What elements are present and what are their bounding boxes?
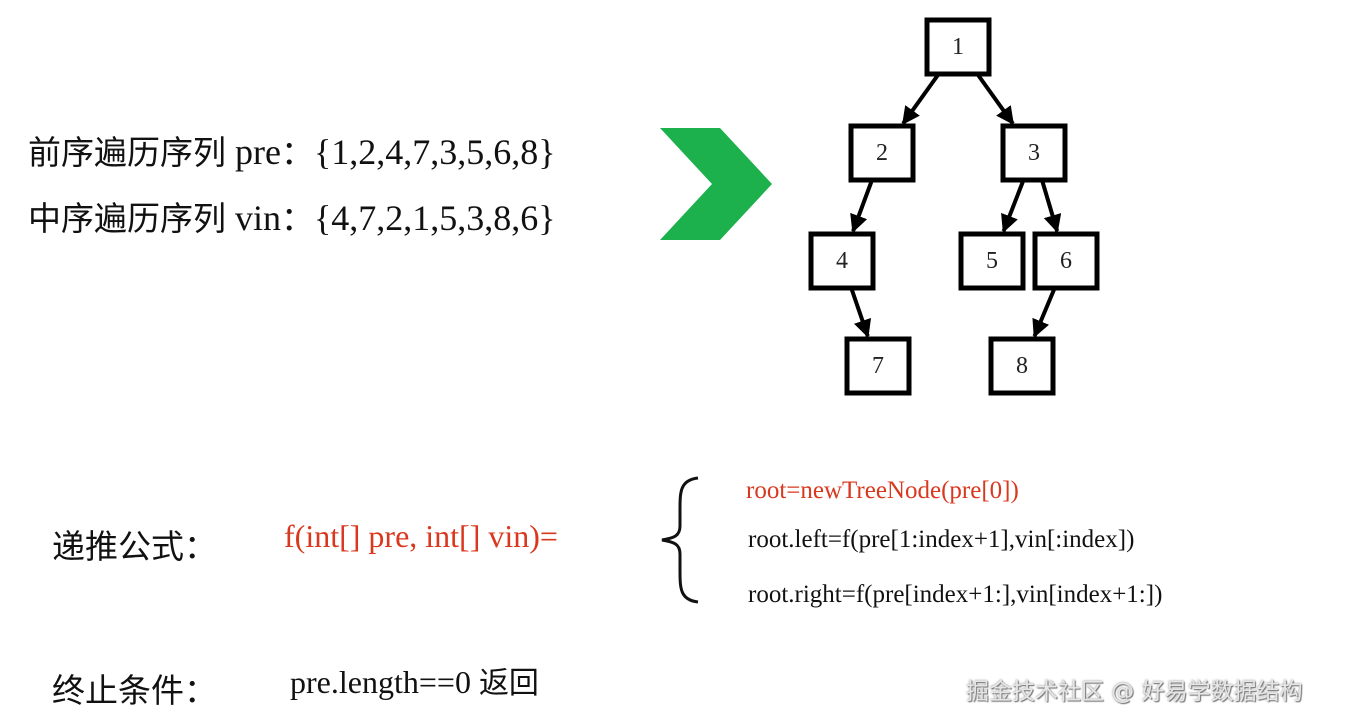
preorder-label: 前序遍历序列 [28,133,226,172]
preorder-sequence: 前序遍历序列 pre：{1,2,4,7,3,5,6,8} [28,126,556,174]
tree-edge-n1-n3 [975,72,1015,126]
tree-edge-n1-n2 [901,72,941,126]
tree-node-box [1032,231,1100,291]
tree-edge-n3-n5 [1001,179,1026,233]
tree-node-label: 6 [1060,248,1072,274]
tree-node-box [808,231,876,291]
tree-node-label: 1 [952,34,964,60]
watermark: 掘金技术社区 @ 好易学数据结构 [966,679,1303,705]
tree-node-box [848,123,916,183]
formula-label: 递推公式： [52,527,217,566]
tree-node-label: 4 [836,248,848,274]
termination-expression: pre.length==0 [290,664,471,700]
tree-edge-n2-n4 [850,179,874,233]
inorder-label: 中序遍历序列 [28,199,226,238]
formula-step-root: root=newTreeNode(pre[0]) [746,477,1019,504]
preorder-colon: ： [280,133,314,172]
formula-signature: f(int[] pre, int[] vin)= [284,518,558,554]
tree-node-3: 3 [1000,123,1068,183]
tree-edge-n4-n7 [849,287,872,338]
tree-node-box [958,231,1026,291]
termination-condition: pre.length==0 返回 [290,658,539,702]
tree-node-2: 2 [848,123,916,183]
termination-action: 返回 [478,666,539,701]
tree-node-label: 5 [986,248,998,274]
tree-node-5: 5 [958,231,1026,291]
inorder-values: {4,7,2,1,5,3,8,6} [314,198,556,238]
formula-step-right: root.right=f(pre[index+1:],vin[index+1:]… [748,581,1163,608]
tree-edge-n3-n6 [1040,179,1062,233]
left-brace-icon [661,476,699,604]
inorder-name: vin [235,198,282,238]
tree-node-box [988,336,1056,396]
tree-node-label: 3 [1028,140,1040,166]
tree-node-6: 6 [1032,231,1100,291]
termination-label: 终止条件： [52,671,217,710]
tree-node-box [924,17,992,77]
tree-edge-n6-n8 [1032,287,1057,338]
tree-node-4: 4 [808,231,876,291]
tree-node-8: 8 [988,336,1056,396]
tree-node-label: 7 [872,353,884,379]
chevron-right-icon [660,128,772,240]
tree-node-1: 1 [924,17,992,77]
preorder-values: {1,2,4,7,3,5,6,8} [313,132,556,172]
tree-node-label: 8 [1016,353,1028,379]
tree-node-box [844,336,912,396]
tree-node-7: 7 [844,336,912,396]
tree-node-box [1000,123,1068,183]
inorder-colon: ： [281,199,315,238]
preorder-name: pre [235,132,281,172]
inorder-sequence: 中序遍历序列 vin：{4,7,2,1,5,3,8,6} [28,192,556,240]
tree-node-label: 2 [876,140,888,166]
binary-tree: 1 2 3 4 5 6 7 8 [808,17,1100,396]
formula-step-left: root.left=f(pre[1:index+1],vin[:index]) [748,526,1135,553]
